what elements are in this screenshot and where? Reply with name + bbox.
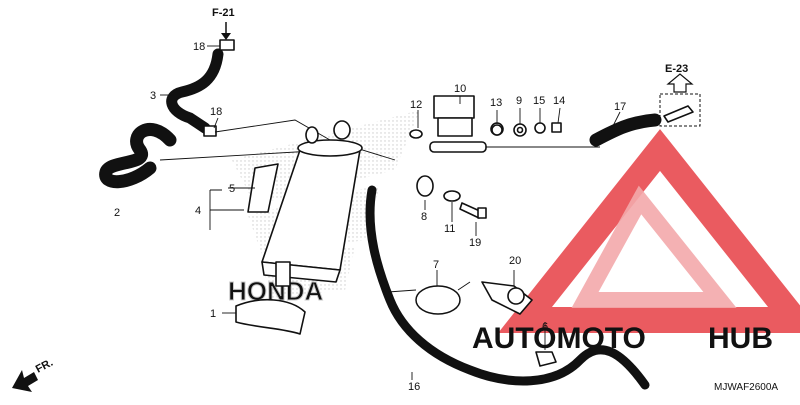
e23-connector [659, 93, 701, 127]
callout-7: 7 [433, 259, 439, 271]
callout-18-upper: 18 [193, 41, 205, 53]
callout-16: 16 [408, 381, 420, 393]
callout-19: 19 [469, 237, 481, 249]
hose-clip-7 [387, 281, 471, 315]
mount-hardware [416, 175, 487, 219]
front-arrow-icon [12, 370, 38, 392]
hose-17 [589, 113, 662, 147]
hose-16 [365, 185, 650, 390]
callout-17: 17 [614, 101, 626, 113]
ref-e23-label: E-23 [665, 63, 688, 75]
hose-2 [99, 123, 177, 189]
callout-20: 20 [509, 255, 521, 267]
callout-1: 1 [210, 308, 216, 320]
logo-word-hub: HUB [708, 322, 773, 355]
canister-pad [247, 163, 279, 213]
valve-hardware [409, 122, 562, 139]
clamp-18-upper [219, 39, 235, 51]
callout-11: 11 [444, 223, 455, 235]
callout-18-lower: 18 [210, 106, 222, 118]
callout-13: 13 [490, 97, 502, 109]
callout-15: 15 [533, 95, 545, 107]
callout-3: 3 [150, 90, 156, 102]
callout-2: 2 [114, 207, 120, 219]
diagram-code: MJWAF2600A [714, 382, 778, 393]
evap-canister [261, 120, 363, 287]
callout-5: 5 [229, 183, 235, 195]
callout-4: 4 [195, 205, 201, 217]
callout-numbers: 18 3 18 2 5 4 1 12 10 13 9 15 14 17 8 11… [114, 41, 626, 393]
clamp-18-lower [203, 125, 217, 137]
canister-band [235, 298, 306, 335]
callout-6: 6 [542, 321, 548, 333]
logo-inner-triangle [571, 185, 737, 308]
callout-8: 8 [421, 211, 427, 223]
front-indicator: FR. [12, 357, 55, 392]
clip-6 [535, 351, 557, 367]
ref-f21-label: F-21 [212, 7, 235, 19]
automotohub-logo: AUTOMOTO HUB [472, 129, 800, 355]
logo-outer-triangle [498, 129, 800, 333]
ref-e23: E-23 [665, 63, 694, 93]
front-label: FR. [34, 357, 55, 376]
callout-14: 14 [553, 95, 565, 107]
clamp-20 [481, 281, 533, 315]
callout-10: 10 [454, 83, 466, 95]
hose-3 [166, 48, 224, 134]
arrow-up-icon [666, 73, 694, 93]
callout-12: 12 [410, 99, 422, 111]
logo-word-automoto: AUTOMOTO [472, 322, 646, 355]
leader-lines [117, 45, 621, 380]
ref-f21: F-21 [212, 7, 235, 40]
callout-9: 9 [516, 95, 522, 107]
